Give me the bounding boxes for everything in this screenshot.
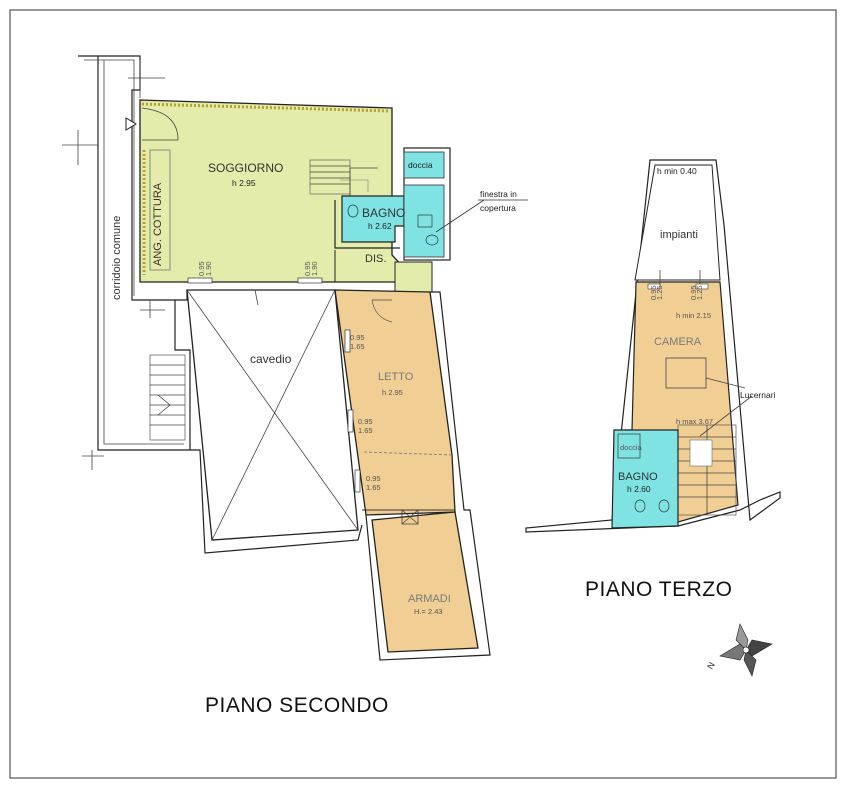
letto-armadi-area [334,289,491,661]
north-arrow-icon [719,623,773,677]
window-dim: 1.25 [695,285,704,300]
impianti-label: impianti [660,229,698,241]
window-mark [297,277,323,284]
impianti-height: h min 0.40 [657,166,697,176]
window-dim: 1.65 [350,342,365,351]
window-dim: 1.25 [655,285,664,300]
third-floor-plan [525,159,781,533]
corridor-stair [149,354,186,441]
window-dim: 0.95 [689,285,698,300]
soggiorno-height: h 2.95 [232,178,256,188]
window-dim: 0.95 [358,417,373,426]
window-dim: 0.95 [366,474,381,483]
armadi-height: H.= 2.43 [414,607,443,616]
lucernari-label: Lucernari [740,390,776,400]
north-label: N [705,660,717,671]
skylight-note-line1: finestra in [480,189,517,199]
letto-height: h 2.95 [382,388,403,397]
window-dim: 1.90 [310,261,319,276]
corridor-area [62,55,191,470]
soggiorno-label: SOGGIORNO [208,161,283,175]
doccia-second-label: doccia [408,160,433,170]
letto-label: LETTO [378,371,414,383]
bagno-second-label: BAGNO [362,206,405,220]
bagno-third-height: h 2.60 [627,484,651,494]
armadi-label: ARMADI [408,593,451,605]
window-dim: 1.65 [366,483,381,492]
camera-height-min: h min 2.15 [676,311,711,320]
camera-height-max: h max 3.67 [676,417,713,426]
bagno-third-label: BAGNO [618,471,658,483]
piano-terzo-title: PIANO TERZO [585,578,732,601]
camera-label: CAMERA [654,336,702,348]
doccia-third-label: doccia [620,443,643,452]
window-dim: 1.90 [204,261,213,276]
window-dim: 0.95 [303,261,312,276]
window-mark [187,277,213,284]
dis-label: DIS. [365,253,386,265]
entrance-arrow-icon [125,117,137,131]
piano-secondo-title: PIANO SECONDO [205,694,389,717]
dis-area [394,261,433,293]
bagno-second-height: h 2.62 [368,221,392,231]
soggiorno-stair [309,159,378,196]
window-dim: 1.65 [358,426,373,435]
window-dim: 0.95 [350,333,365,342]
ang-cottura-label: ANG. COTTURA [152,182,164,266]
corridor-label: corridoio comune [111,216,123,300]
skylight-note-line2: copertura [480,203,516,213]
window-dim: 0.95 [649,285,658,300]
cavedio-area [175,289,363,554]
cavedio-label: cavedio [250,352,292,366]
page-frame [9,9,837,779]
bagno-second-area [341,147,528,261]
window-dim: 0.95 [197,261,206,276]
